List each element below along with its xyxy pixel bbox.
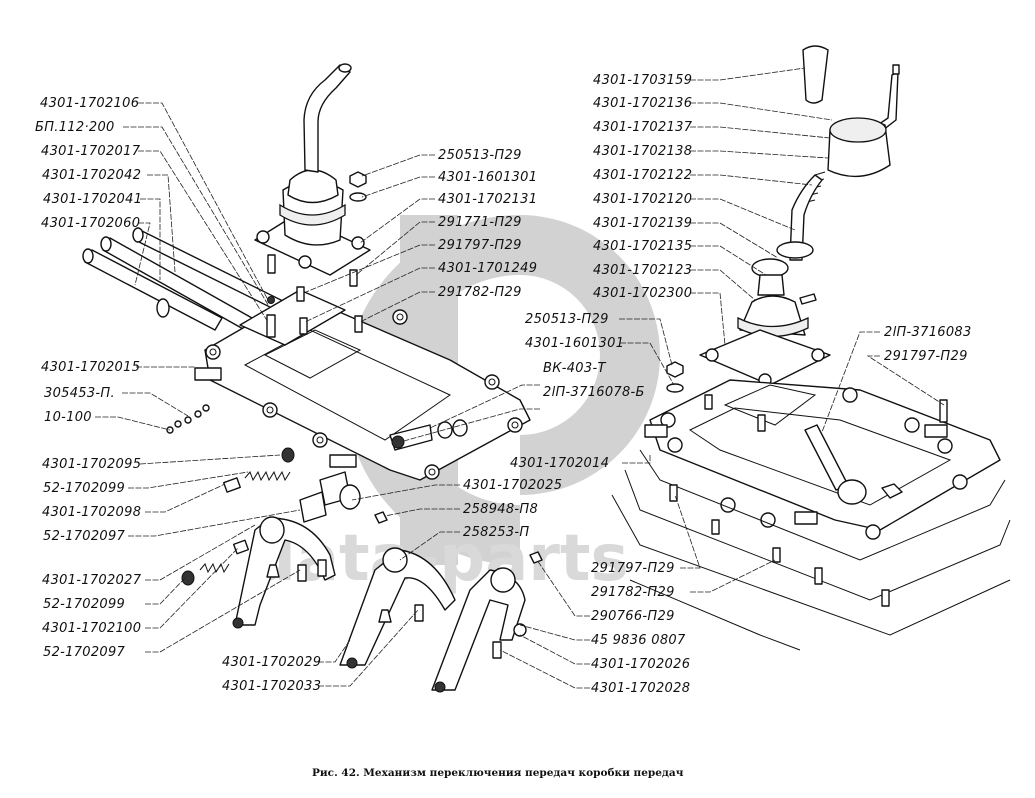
part-label: 4301-1702028 — [591, 681, 690, 696]
part-label: 52-1702097 — [43, 645, 126, 660]
part-label: 4301-1702026 — [591, 657, 690, 672]
labels-left: 4301-1702106 БП.112·200 4301-1702017 430… — [35, 96, 142, 660]
part-label: 4301-1702120 — [593, 192, 692, 207]
labels-right-top: 4301-1703159 4301-1702136 4301-1702137 4… — [593, 73, 693, 301]
part-label: 291782-П29 — [438, 285, 522, 300]
part-label: 4301-1702060 — [41, 216, 140, 231]
part-label: 258253-П — [463, 525, 530, 540]
part-label: 4301-1702122 — [593, 168, 692, 183]
part-label: 305453-П. — [44, 386, 115, 401]
leader-lines — [95, 67, 945, 689]
part-label: 4301-1702123 — [593, 263, 692, 278]
part-label: ВК-403-Т — [543, 361, 606, 376]
part-label: 4301-1702139 — [593, 216, 692, 231]
part-label: 4301-1702027 — [42, 573, 142, 588]
part-label: 4301-1702137 — [593, 120, 693, 135]
part-label: 52-1702097 — [43, 529, 126, 544]
labels-center-mid: 250513-П29 4301-1601301 ВК-403-Т 2lП-371… — [525, 312, 645, 400]
part-label: 4301-1702017 — [41, 144, 141, 159]
part-label: 4301-1702095 — [42, 457, 141, 472]
part-label: 4301-1702025 — [463, 478, 562, 493]
part-label: 52-1702099 — [43, 597, 125, 612]
gear-lever-left — [254, 63, 371, 276]
part-label: 290766-П29 — [591, 609, 675, 624]
part-label: 4301-1702131 — [438, 192, 537, 207]
part-label: 4301-1702015 — [41, 360, 140, 375]
part-label: 291782-П29 — [591, 585, 675, 600]
part-label: 291797-П29 — [884, 349, 968, 364]
left-assembly — [82, 63, 543, 693]
part-label: 2lП-3716083 — [884, 325, 972, 340]
part-label: 4301-1601301 — [438, 170, 537, 185]
part-label: 4301-1702042 — [42, 168, 141, 183]
labels-right-side: 2lП-3716083 291797-П29 — [884, 325, 972, 364]
part-label: 250513-П29 — [525, 312, 609, 327]
labels-center-top: 250513-П29 4301-1601301 4301-1702131 291… — [438, 148, 537, 300]
part-label: 4301-1702029 — [222, 655, 321, 670]
shift-fork-1 — [234, 517, 336, 626]
part-label: 4301-1702098 — [42, 505, 141, 520]
part-label: 10-100 — [44, 410, 92, 425]
shift-fork-3 — [431, 569, 526, 691]
part-label: 291797-П29 — [591, 561, 675, 576]
part-label: БП.112·200 — [35, 120, 115, 135]
part-label: 4301-1702300 — [593, 286, 692, 301]
part-label: 4301-1701249 — [438, 261, 537, 276]
part-label: 258948-П8 — [463, 502, 538, 517]
part-label: 4301-1702100 — [42, 621, 141, 636]
part-label: 291771-П29 — [438, 215, 522, 230]
figure-caption: Рис. 42. Механизм переключения передач к… — [312, 767, 684, 779]
part-label: 4301-1702138 — [593, 144, 692, 159]
part-label: 250513-П29 — [438, 148, 522, 163]
labels-bottom-right: 291797-П29 291782-П29 290766-П29 45 9836… — [591, 561, 690, 696]
labels-bottom-center: 4301-1702029 4301-1702033 — [222, 655, 321, 694]
watermark-logo-bowl — [520, 215, 660, 495]
right-assembly — [611, 45, 1011, 651]
part-label: 2lП-3716078-Б — [543, 385, 645, 400]
lever-knob — [802, 45, 829, 104]
part-label: 52-1702099 — [43, 481, 125, 496]
part-label: 4301-1702033 — [222, 679, 321, 694]
part-label: 4301-1703159 — [593, 73, 692, 88]
part-label: 45 9836 0807 — [591, 633, 686, 648]
lever-housing-gasket — [239, 289, 346, 346]
part-label: 4301-1702136 — [593, 96, 692, 111]
part-label: 291797-П29 — [438, 238, 522, 253]
part-label: 4301-1702135 — [593, 239, 692, 254]
part-label: 4301-1702014 — [510, 456, 609, 471]
labels-center-low: 4301-1702014 4301-1702025 258948-П8 2582… — [463, 456, 609, 540]
part-label: 4301-1601301 — [525, 336, 624, 351]
part-label: 4301-1702106 — [40, 96, 139, 111]
part-label: 4301-1702041 — [43, 192, 142, 207]
watermark-logo — [345, 215, 520, 565]
